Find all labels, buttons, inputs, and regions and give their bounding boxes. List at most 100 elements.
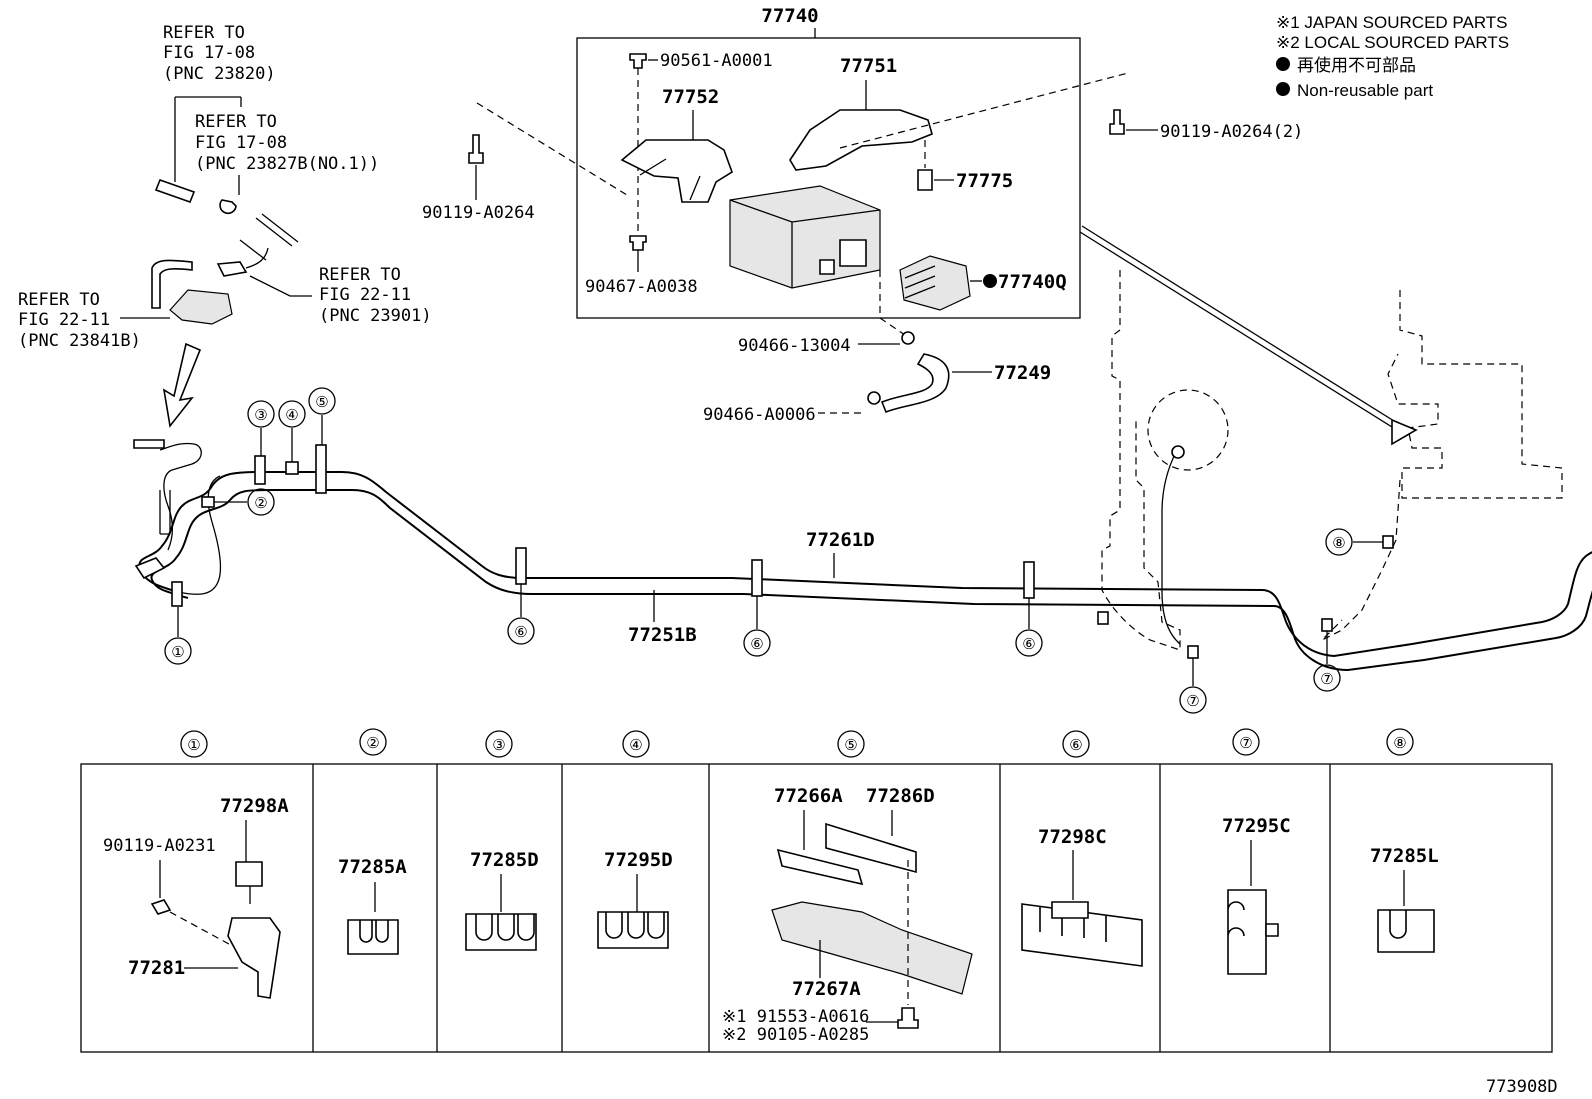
canister-assembly: 77740 90561-A0001 77752 77751 77775 9046… <box>476 5 1129 319</box>
part-bolt-right: 90119-A0264(2) <box>1160 122 1303 142</box>
detail-header-1 <box>180 730 208 758</box>
clamp-icon <box>1377 909 1435 953</box>
callout-3-label: ③ <box>254 406 267 424</box>
callout-2-label: ② <box>254 494 267 512</box>
part-tube-upper: 77261D <box>806 529 875 551</box>
callout-4 <box>278 400 306 428</box>
detail-header-5 <box>837 730 865 758</box>
bolt-icon <box>897 1007 919 1029</box>
clamp-4-icon <box>285 461 299 475</box>
c7-part-a: 77295C <box>1222 815 1291 837</box>
grommet-icon <box>629 235 647 251</box>
callout-3 <box>247 400 275 428</box>
detail-header-1-label: ① <box>187 736 200 754</box>
detail-header-7 <box>1232 728 1260 756</box>
c6-part-a: 77298C <box>1038 826 1107 848</box>
clamp-icon <box>597 911 669 949</box>
detail-header-3-label: ③ <box>492 736 505 754</box>
arrow-icon <box>1391 418 1418 446</box>
part-90561: 90561-A0001 <box>660 51 773 71</box>
clamp-6-icon <box>515 547 527 585</box>
pin-icon <box>1265 923 1279 937</box>
c1-part-b: 90119-A0231 <box>103 836 216 856</box>
callout-6 <box>1015 629 1043 657</box>
canister-port-icon <box>819 239 867 275</box>
callout-7 <box>1179 686 1207 714</box>
bolt-icon <box>1109 109 1125 135</box>
callout-6 <box>743 629 771 657</box>
hose-icon <box>880 353 950 414</box>
detail-header-7-label: ⑦ <box>1239 734 1252 752</box>
ref2-l3: (PNC 23827B(NO.1)) <box>195 154 379 174</box>
bolt-left: 90119-A0264 <box>422 134 535 223</box>
hose-icon <box>151 259 193 309</box>
detail-header-8-label: ⑧ <box>1393 734 1406 752</box>
part-77740Q: 77740Q <box>998 271 1067 293</box>
ref4-l3: (PNC 23841B) <box>18 331 141 351</box>
clamp-7-icon <box>1321 618 1333 632</box>
c5-part-c: 77267A <box>792 978 861 1000</box>
ref1-l3: (PNC 23820) <box>163 64 276 84</box>
clamp-8-icon <box>1382 535 1394 549</box>
joint-icon <box>1097 611 1109 625</box>
part-hose: 77249 <box>994 362 1051 384</box>
c5-part-e: ※2 90105-A0285 <box>722 1025 869 1045</box>
bolt-icon <box>468 134 484 164</box>
detail-header-6-label: ⑥ <box>1069 736 1082 754</box>
clamp-6-icon <box>751 559 763 597</box>
ref1-l1: REFER TO <box>163 23 245 43</box>
ref3-l3: (PNC 23901) <box>319 306 432 326</box>
ref4-l2: FIG 22-11 <box>18 310 110 330</box>
clamp-icon <box>1021 903 1143 967</box>
tube-routing: 77261D 77251B <box>133 439 1592 672</box>
clip-icon <box>235 861 263 887</box>
fill-cap-icon <box>1171 445 1185 459</box>
valve-icon <box>899 255 971 311</box>
part-77775: 77775 <box>956 170 1013 192</box>
ref4-l1: REFER TO <box>18 290 100 310</box>
clamp-icon <box>867 391 881 405</box>
clamp-icon <box>901 331 915 345</box>
canister-icon <box>729 185 881 289</box>
grommet-icon <box>629 53 647 69</box>
pipe-icon <box>154 178 196 204</box>
fitting-icon <box>216 261 248 277</box>
part-77752: 77752 <box>662 86 719 108</box>
clamp-6-icon <box>1023 561 1035 599</box>
callout-5 <box>308 387 336 415</box>
c2-part-a: 77285A <box>338 856 407 878</box>
legend: ※1 JAPAN SOURCED PARTS ※2 LOCAL SOURCED … <box>1276 13 1509 100</box>
fitting-icon <box>134 557 166 580</box>
legend-non-reusable-jp: 再使用不可部品 <box>1297 55 1416 75</box>
bracket-icon <box>771 901 973 995</box>
non-reusable-dot-icon <box>1276 82 1290 96</box>
part-clamp-b: 90466-A0006 <box>703 405 816 425</box>
clip-icon <box>219 199 237 215</box>
callout-8 <box>1325 528 1353 556</box>
arrow-icon <box>162 342 202 428</box>
clamp-icon <box>465 913 537 951</box>
c5-part-d: ※1 91553-A0616 <box>722 1007 869 1027</box>
clamp-2-icon <box>201 496 215 508</box>
callout-5-label: ⑤ <box>315 393 328 411</box>
vehicle-body-outline <box>1079 225 1563 651</box>
ref3-l1: REFER TO <box>319 265 401 285</box>
c8-part-a: 77285L <box>1370 845 1439 867</box>
ref2-l1: REFER TO <box>195 112 277 132</box>
bracket-icon <box>789 109 933 171</box>
detail-header-8 <box>1386 728 1414 756</box>
detail-header-3 <box>485 730 513 758</box>
c1-part-a: 77298A <box>220 795 289 817</box>
bracket-icon <box>776 848 864 886</box>
non-reusable-dot-icon <box>1276 57 1290 71</box>
callout-7-label: ⑦ <box>1320 670 1333 688</box>
detail-header-4-label: ④ <box>629 736 642 754</box>
bracket-icon <box>227 917 281 999</box>
callout-6-label: ⑥ <box>1022 635 1035 653</box>
non-reusable-dot-icon <box>983 274 997 288</box>
callout-7-label: ⑦ <box>1186 692 1199 710</box>
cushion-icon <box>917 169 933 191</box>
callout-4-label: ④ <box>285 406 298 424</box>
main-callouts: ① ② ③ ④ ⑤ ⑥ ⑥ ⑥ ⑦ ⑦ ⑧ <box>164 387 1383 714</box>
